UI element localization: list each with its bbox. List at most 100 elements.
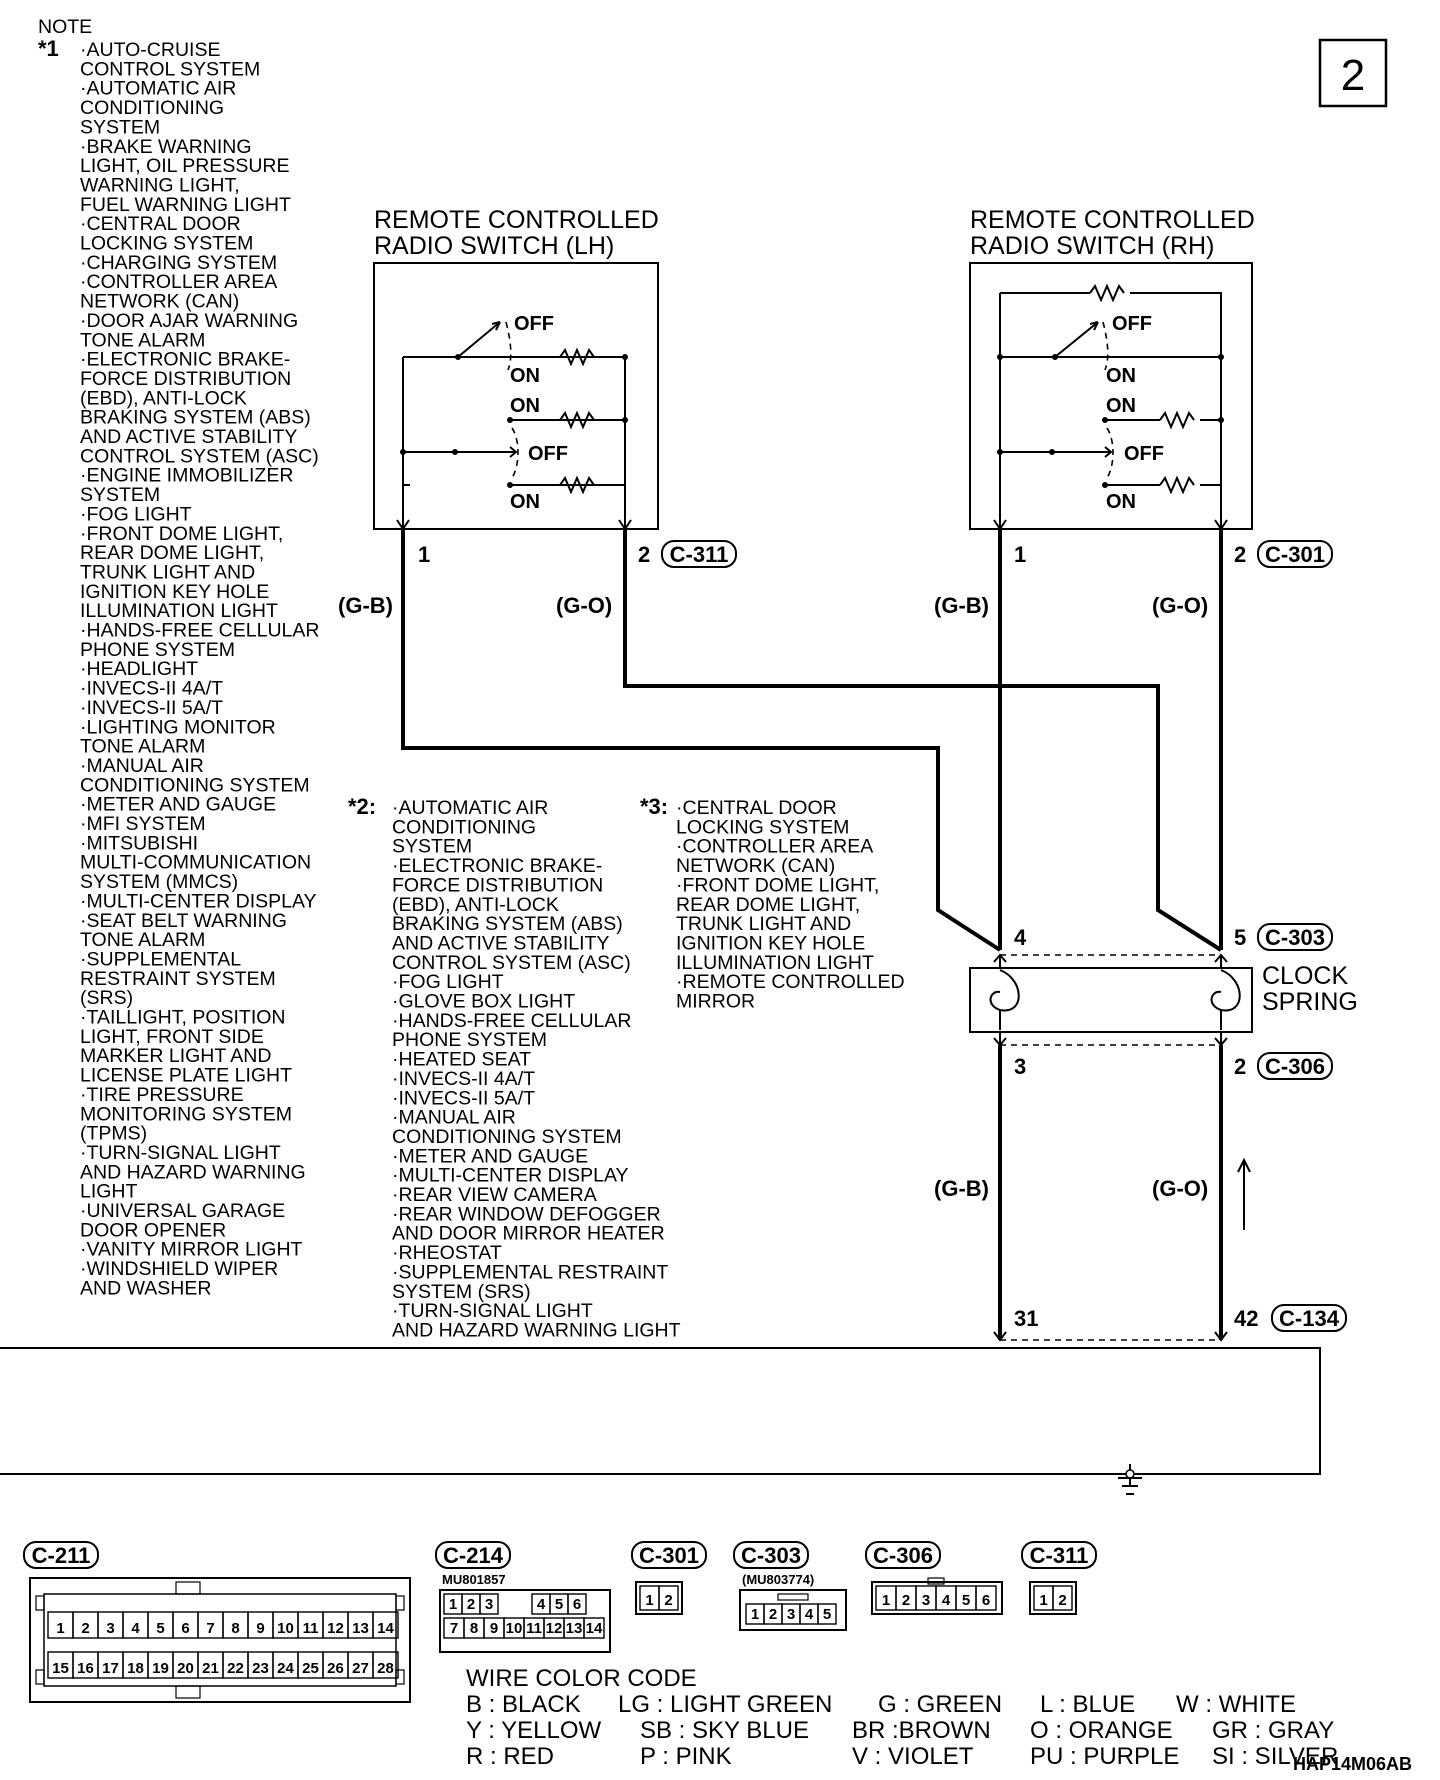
- note-0-line: LIGHT, OIL PRESSURE: [80, 155, 290, 177]
- wire-color-entry: LG : LIGHT GREEN: [618, 1691, 832, 1718]
- switch-lh-pin-1: 1: [418, 542, 430, 567]
- connector-pin-number: 4: [805, 1606, 814, 1623]
- note-1-mark: *1: [38, 36, 59, 61]
- connector-pin-number: 1: [882, 1592, 890, 1609]
- connector-pin-number: 7: [206, 1620, 214, 1637]
- switch-rh-state-3: ON: [1106, 395, 1136, 417]
- switch-lh-wire-a: (G-B): [338, 593, 393, 618]
- note-0-line: AND HAZARD WARNING: [80, 1161, 306, 1183]
- note-0-line: IGNITION KEY HOLE: [80, 581, 269, 603]
- connector-c303-housing: [739, 1589, 847, 1631]
- wire-color-entry: L : BLUE: [1040, 1691, 1135, 1718]
- note-1-line: SYSTEM: [392, 836, 472, 858]
- note-0-line: ·METER AND GAUGE: [80, 794, 276, 816]
- page-number: 2: [1341, 51, 1365, 100]
- connector-c301-housing: [635, 1581, 683, 1615]
- connector-pin-number: 19: [152, 1660, 169, 1677]
- signal-direction-arrow: [1237, 1157, 1251, 1230]
- note-0-line: ·CHARGING SYSTEM: [80, 252, 277, 274]
- note-1-line: ·TURN-SIGNAL LIGHT: [392, 1300, 593, 1322]
- connector-c311-housing: [1029, 1581, 1077, 1615]
- clock-spring-pin-4: 4: [1014, 925, 1027, 950]
- clock-spring-label-1: CLOCK: [1262, 962, 1348, 990]
- connector-c211-label: C-211: [32, 1543, 91, 1568]
- lower-pin-31: 31: [1014, 1306, 1038, 1331]
- note-0-line: SYSTEM: [80, 484, 160, 506]
- connector-pin-cell: [817, 1603, 837, 1625]
- note-0-line: ILLUMINATION LIGHT: [80, 600, 278, 622]
- lower-pin-42: 42: [1234, 1306, 1258, 1331]
- note-1-line: FORCE DISTRIBUTION: [392, 874, 603, 896]
- note-2-line: REAR DOME LIGHT,: [676, 894, 860, 916]
- connector-c311-label: C-311: [1030, 1543, 1089, 1568]
- note-0-line: TONE ALARM: [80, 329, 205, 351]
- note-0-line: ·MITSUBISHI: [80, 832, 198, 854]
- note-0-line: ·DOOR AJAR WARNING: [80, 310, 298, 332]
- switch-lh-pin-2: 2: [638, 542, 650, 567]
- wire-color-entry: G : GREEN: [878, 1691, 1002, 1718]
- lower-wire-b: (G-O): [1152, 1176, 1208, 1201]
- switch-lh-state-5: ON: [510, 491, 540, 513]
- connector-pin-number: 18: [127, 1660, 144, 1677]
- wire-color-entry: SB : SKY BLUE: [640, 1717, 809, 1744]
- connector-pin-number: 2: [664, 1592, 672, 1609]
- connector-pin-number: 3: [485, 1596, 493, 1613]
- note-1-line: ·MULTI-CENTER DISPLAY: [392, 1165, 629, 1187]
- connector-c306-label: C-306: [873, 1543, 933, 1568]
- note-0-line: DOOR OPENER: [80, 1219, 226, 1241]
- switch-lh-state-4: OFF: [528, 443, 568, 465]
- wire-color-entry: O : ORANGE: [1030, 1717, 1173, 1744]
- note-1-line: ·REAR VIEW CAMERA: [392, 1184, 597, 1206]
- wire-color-entry: V : VIOLET: [852, 1743, 974, 1770]
- clock-spring-label-2: SPRING: [1262, 988, 1358, 1016]
- switch-rh-state-1: OFF: [1112, 313, 1152, 335]
- switch-rh-connector-tag: C-301: [1257, 540, 1333, 568]
- connector-pin-cell: [1052, 1585, 1073, 1611]
- note-0-line: (TPMS): [80, 1123, 147, 1145]
- note-1-line: ·METER AND GAUGE: [392, 1145, 588, 1167]
- connector-pin-number: 20: [177, 1660, 194, 1677]
- note-0-line: ·TIRE PRESSURE: [80, 1084, 244, 1106]
- clock-spring-bottom-connector-label: C-306: [1265, 1054, 1325, 1079]
- connector-pin-number: 23: [252, 1660, 269, 1677]
- connector-pin-number: 5: [823, 1606, 831, 1623]
- connector-pin-cell: [583, 1617, 605, 1639]
- connector-pin-number: 2: [467, 1596, 475, 1613]
- connector-pin-number: 2: [81, 1620, 89, 1637]
- note-2-list: ·AUTOMATIC AIRCONDITIONINGSYSTEM·ELECTRO…: [392, 797, 681, 1341]
- note-0-line: ·SEAT BELT WARNING: [80, 910, 287, 932]
- note-0-line: ·MULTI-CENTER DISPLAY: [80, 890, 317, 912]
- connector-pin-number: 1: [751, 1606, 759, 1623]
- connector-pin-number: 11: [526, 1620, 542, 1637]
- clock-spring-top-connector-label: C-303: [1265, 925, 1325, 950]
- radio-switch-lh: REMOTE CONTROLLED RADIO SWITCH (LH) OFF …: [338, 206, 737, 618]
- connector-c211-housing: [29, 1577, 411, 1703]
- wire-color-entry: PU : PURPLE: [1030, 1743, 1179, 1770]
- note-0-line: ·BRAKE WARNING: [80, 136, 252, 158]
- connector-pin-number: 28: [377, 1660, 394, 1677]
- connector-pin-number: 14: [586, 1620, 603, 1637]
- wire-color-code-title: WIRE COLOR CODE: [466, 1665, 697, 1692]
- switch-rh-state-5: ON: [1106, 491, 1136, 513]
- connector-pin-number: 10: [506, 1620, 523, 1637]
- connector-pin-number: 5: [156, 1620, 164, 1637]
- connector-pin-number: 4: [537, 1596, 546, 1613]
- note-1-line: ·MANUAL AIR: [392, 1107, 516, 1129]
- switch-rh-wire-a: (G-B): [934, 593, 989, 618]
- note-0-line: LIGHT: [80, 1181, 138, 1203]
- switch-lh-state-3: ON: [510, 395, 540, 417]
- note-0-line: AND ACTIVE STABILITY: [80, 426, 297, 448]
- connector-pin-number: 6: [573, 1596, 581, 1613]
- connector-pin-number: 6: [982, 1592, 990, 1609]
- switch-lh-title-2: RADIO SWITCH (LH): [374, 232, 614, 260]
- connector-pin-number: 2: [769, 1606, 777, 1623]
- note-0-line: ·TURN-SIGNAL LIGHT: [80, 1142, 281, 1164]
- wire-lh-gb: [401, 529, 1002, 952]
- note-1-line: AND DOOR MIRROR HEATER: [392, 1223, 665, 1245]
- note-1-line: ·AUTOMATIC AIR: [392, 797, 548, 819]
- note-1-line: ·INVECS-II 5A/T: [392, 1087, 535, 1109]
- note-1-line: ·REAR WINDOW DEFOGGER: [392, 1203, 661, 1225]
- clock-spring-top-connector-tag: C-303: [1257, 923, 1333, 951]
